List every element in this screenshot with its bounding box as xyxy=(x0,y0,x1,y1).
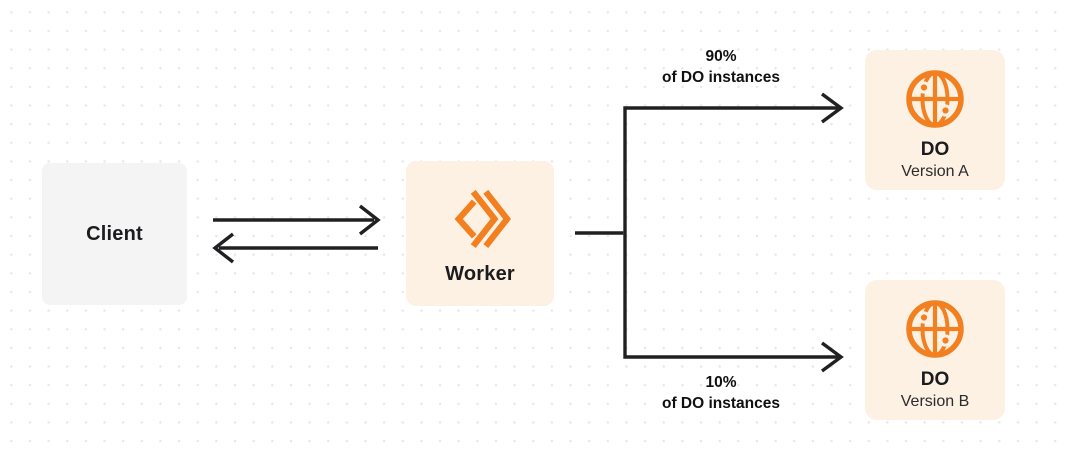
split-percent-b: 10% xyxy=(705,374,737,391)
globe-dot-icon xyxy=(917,311,931,324)
worker-node: Worker xyxy=(406,161,554,306)
do-a-subtitle: Version A xyxy=(901,163,969,180)
arrow-to-version-b-head-icon xyxy=(820,341,844,373)
do-version-b-node: DO Version B xyxy=(865,280,1005,420)
split-label-version-a: 90% of DO instances xyxy=(620,46,822,88)
split-percent-a: 90% xyxy=(705,48,737,65)
do-version-a-node: DO Version A xyxy=(865,50,1005,190)
client-label: Client xyxy=(86,222,143,245)
do-b-subtitle: Version B xyxy=(900,393,970,410)
worker-to-client-arrowhead-icon xyxy=(212,232,235,264)
globe-dot-icon xyxy=(939,334,952,347)
do-a-title: DO xyxy=(920,139,950,160)
client-to-worker-arrowhead-icon xyxy=(358,204,381,236)
split-caption-a: of DO instances xyxy=(662,69,780,86)
globe-dot-icon xyxy=(939,104,952,117)
split-label-version-b: 10% of DO instances xyxy=(620,372,822,414)
split-caption-b: of DO instances xyxy=(662,395,780,412)
split-branch-line xyxy=(623,106,838,359)
globe-icon xyxy=(906,300,964,358)
do-b-title: DO xyxy=(920,369,950,390)
arrow-to-version-a-head-icon xyxy=(820,92,844,124)
worker-label: Worker xyxy=(445,263,515,285)
globe-dot-icon xyxy=(917,81,931,94)
globe-icon xyxy=(906,70,964,128)
workers-chevrons-icon xyxy=(454,189,511,249)
client-node: Client xyxy=(42,163,187,305)
